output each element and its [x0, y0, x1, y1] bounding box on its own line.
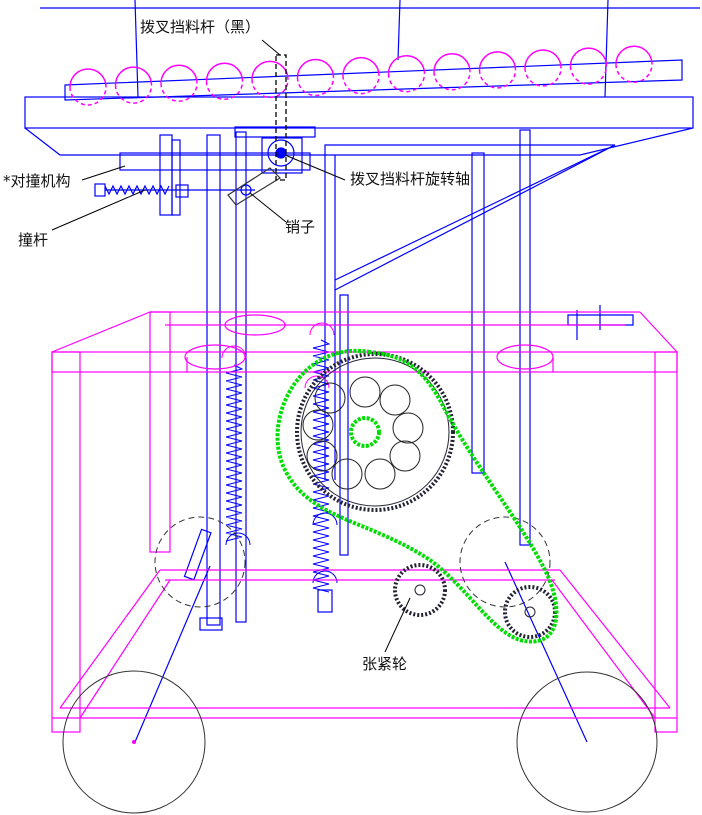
label-pin: 销子 — [285, 218, 316, 236]
ball — [615, 45, 653, 65]
ball-lower — [69, 86, 107, 106]
ball-lower — [478, 69, 517, 89]
label-fork-axis: 拨叉挡料杆旋转轴 — [350, 170, 471, 188]
gear-hole — [306, 440, 338, 472]
right-wheel — [516, 671, 658, 813]
right-rail-2 — [519, 129, 531, 546]
label-fork-rod: 拨叉挡料杆（黑） — [140, 18, 261, 36]
left-wheel — [62, 670, 206, 814]
ball — [296, 58, 335, 78]
frame — [51, 311, 678, 733]
right-rail — [471, 152, 485, 474]
left-column-2 — [235, 131, 247, 623]
big-gear — [295, 352, 455, 512]
ball — [433, 53, 471, 72]
gear-hole — [349, 376, 381, 408]
label-ram: 撞杆 — [18, 231, 49, 249]
springs — [225, 339, 331, 593]
ball — [478, 51, 517, 70]
ball — [205, 62, 244, 82]
ball — [160, 64, 198, 84]
ball-lower — [296, 77, 335, 97]
gear-hole — [392, 412, 424, 444]
left-column — [206, 134, 221, 626]
leader-lines — [51, 39, 411, 653]
ball-lower — [160, 83, 198, 102]
ball-lower — [433, 71, 471, 91]
ball — [569, 47, 608, 67]
ball — [114, 66, 153, 86]
ball-lower — [205, 81, 244, 101]
gear-hole — [389, 440, 421, 472]
balls — [69, 45, 653, 106]
gear-hole — [302, 409, 334, 441]
ball — [387, 54, 426, 74]
gear-hole — [379, 384, 411, 416]
ram-spring — [104, 184, 170, 196]
label-tensioner: 张紧轮 — [362, 655, 408, 673]
ball-lower — [615, 64, 653, 83]
ball-lower — [114, 85, 153, 104]
small-sprocket — [503, 585, 557, 639]
ball-lower — [342, 75, 380, 95]
gear-hole — [314, 382, 346, 414]
label-collision-mechanism: *对撞机构 — [3, 172, 71, 190]
gear-hole — [331, 458, 363, 490]
ball-lower — [251, 79, 289, 99]
conveyor-assembly — [24, 0, 700, 743]
wheels — [62, 516, 658, 814]
fork-rod — [275, 54, 287, 181]
ball-lower — [524, 67, 562, 87]
ball — [342, 56, 380, 76]
blue-rollers — [225, 512, 338, 584]
conveyor-plate — [24, 96, 694, 129]
rack — [339, 294, 349, 556]
ball — [524, 49, 562, 69]
tensioner-wheel — [393, 563, 447, 617]
drive-gears — [275, 348, 559, 644]
chain — [275, 348, 559, 644]
gear-hole — [364, 458, 396, 490]
ball-lower — [569, 66, 608, 85]
ball — [69, 68, 107, 88]
ball-lower — [387, 73, 426, 93]
